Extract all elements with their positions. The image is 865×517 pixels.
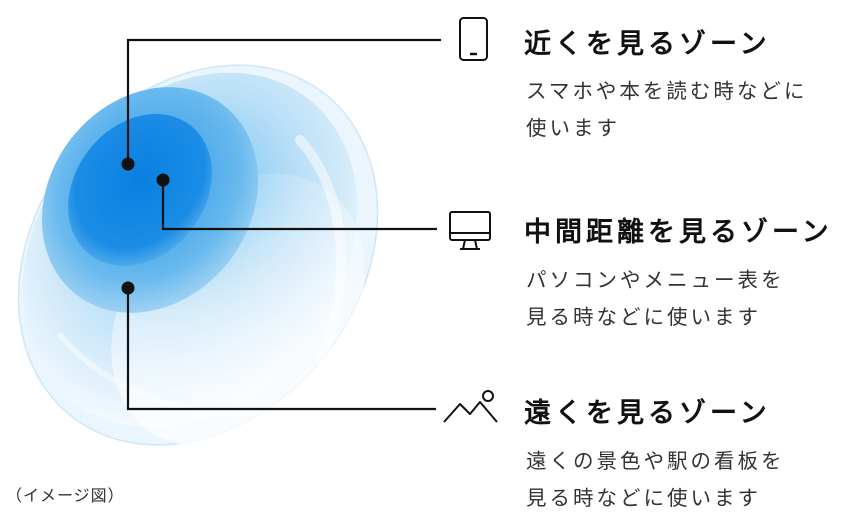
mountain-icon	[443, 390, 498, 423]
near-leader-line	[126, 38, 441, 164]
far-leader-line	[126, 288, 436, 411]
smartphone-icon	[459, 17, 488, 61]
monitor-icon	[449, 211, 491, 250]
middle-zone-title: 中間距離を見るゾーン	[524, 217, 833, 248]
leader-lines	[126, 38, 441, 411]
far-zone-description: 遠くの景色や駅の看板を 見る時などに使います	[526, 449, 785, 510]
middle-leader-line	[161, 180, 437, 231]
near-point	[121, 157, 135, 171]
contact-lens	[17, 64, 379, 447]
far-zone-title: 遠くを見るゾーン	[524, 398, 771, 429]
far-point	[121, 281, 135, 295]
zone-points	[121, 157, 170, 295]
middle-zone-description: パソコンやメニュー表を 見る時などに使います	[526, 268, 785, 329]
near-zone-description: スマホや本を読む時などに 使います	[526, 79, 808, 140]
near-zone-title: 近くを見るゾーン	[524, 29, 771, 60]
image-caption: （イメージ図）	[6, 486, 125, 505]
middle-point	[156, 173, 170, 187]
